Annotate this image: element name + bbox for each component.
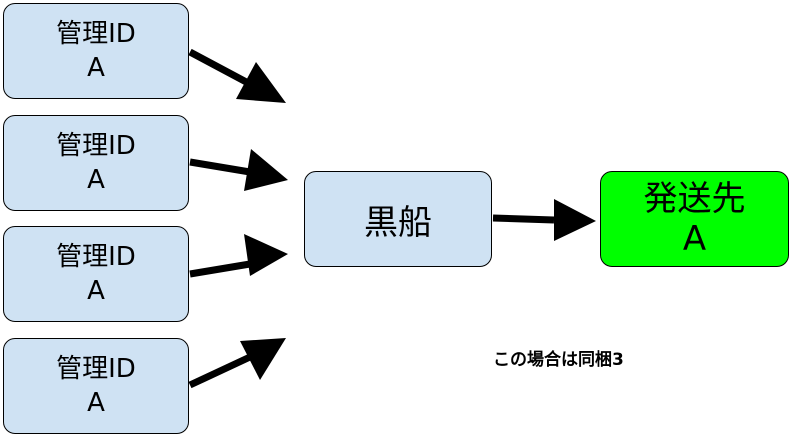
destination-value: A (682, 219, 707, 259)
management-id-label: 管理ID (56, 131, 136, 161)
arrow-id-1-to-hub (189, 149, 288, 191)
management-id-label: 管理ID (56, 242, 136, 272)
management-id-value: A (87, 53, 105, 83)
management-id-box: 管理ID A (3, 338, 189, 434)
arrow-id-2-to-hub (189, 234, 288, 278)
management-id-value: A (87, 276, 105, 306)
management-id-value: A (87, 388, 105, 418)
arrow-hub-to-destination (492, 199, 596, 241)
destination-box: 発送先 A (600, 171, 789, 267)
management-id-box: 管理ID A (3, 115, 189, 211)
management-id-box: 管理ID A (3, 226, 189, 322)
bundle-note: この場合は同梱3 (493, 350, 624, 370)
hub-box: 黒船 (304, 171, 492, 267)
arrow-id-0-to-hub (188, 48, 286, 103)
management-id-label: 管理ID (56, 354, 136, 384)
management-id-value: A (87, 165, 105, 195)
destination-label: 発送先 (643, 179, 746, 219)
arrow-id-3-to-hub (188, 338, 286, 389)
management-id-box: 管理ID A (3, 3, 189, 99)
management-id-label: 管理ID (56, 19, 136, 49)
hub-label: 黒船 (364, 202, 432, 243)
